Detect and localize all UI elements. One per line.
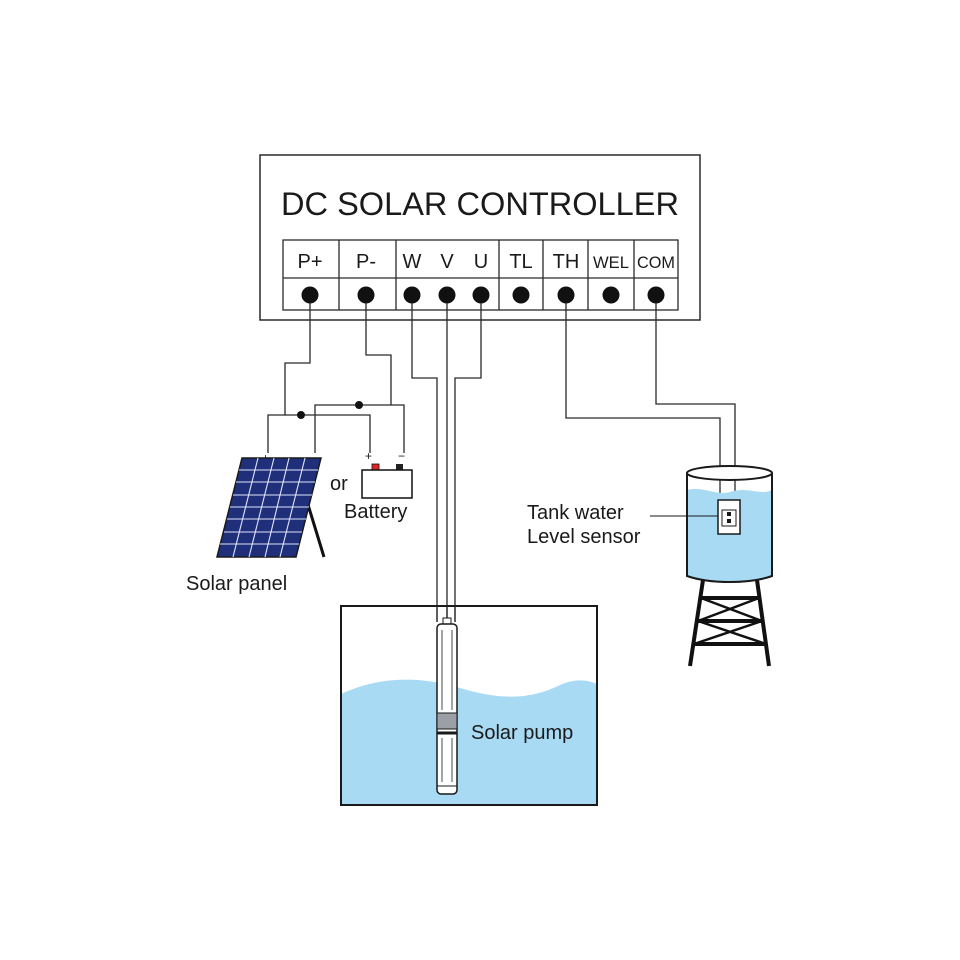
power-wires <box>267 303 405 453</box>
well-outline <box>340 605 598 806</box>
terminal-label-p-minus: P- <box>356 251 376 273</box>
controller-title: DC SOLAR CONTROLLER <box>281 186 679 222</box>
well-water <box>341 679 597 805</box>
tank-water <box>687 489 772 582</box>
tank-tower <box>688 579 771 667</box>
terminal-label-tl: TL <box>509 251 532 273</box>
terminal-screw-u <box>472 286 490 304</box>
terminal-label-th: TH <box>553 251 580 273</box>
terminal-label-w: W <box>403 251 422 273</box>
or-label: or <box>330 473 348 495</box>
sensor-wires <box>565 303 736 500</box>
terminal-label-com: COM <box>637 253 675 272</box>
solar-pump-label: Solar pump <box>471 722 573 744</box>
terminal-screw-w <box>403 286 421 304</box>
terminal-screw-wel <box>602 286 620 304</box>
solar-panel: + − Solar panel <box>186 451 326 595</box>
solar-panel-label: Solar panel <box>186 573 287 595</box>
battery-body <box>361 469 413 499</box>
well: Solar pump <box>340 605 598 806</box>
junction-dot-negative <box>355 401 363 409</box>
tank-label-line1: Tank water <box>527 502 624 524</box>
water-tank: Tank water Level sensor <box>527 465 773 667</box>
battery: + − or Battery <box>330 449 413 523</box>
terminal-screw-th <box>557 286 575 304</box>
submersible-pump <box>436 617 458 795</box>
terminal-label-wel: WEL <box>593 253 629 272</box>
battery-terminal-negative <box>396 464 403 471</box>
pump-intake-screen <box>436 712 458 730</box>
terminal-screw-tl <box>512 286 530 304</box>
terminal-label-p-plus: P+ <box>297 251 322 273</box>
terminal-screw-p-plus <box>301 286 319 304</box>
terminal-label-u: U <box>474 251 488 273</box>
terminal-label-v: V <box>440 251 454 273</box>
motor-wires <box>411 303 482 622</box>
battery-plus-sign: + <box>365 449 372 463</box>
panel-cell-grid <box>220 457 318 558</box>
junction-dot-positive <box>297 411 305 419</box>
battery-minus-sign: − <box>398 449 405 463</box>
controller-box: DC SOLAR CONTROLLER P+ P- W V U TL TH WE… <box>259 154 701 321</box>
terminal-screw-com <box>647 286 665 304</box>
terminal-screw-v <box>438 286 456 304</box>
tank-lid <box>686 465 773 481</box>
tank-outline <box>686 473 773 583</box>
tank-label-line2: Level sensor <box>527 526 641 548</box>
terminal-screw-p-minus <box>357 286 375 304</box>
battery-label: Battery <box>344 501 407 523</box>
